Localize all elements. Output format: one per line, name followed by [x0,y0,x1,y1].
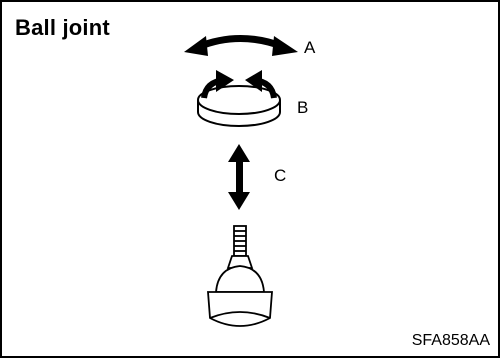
arrow-b-rotation-icon [197,70,281,127]
arrow-a-swing-icon [184,35,298,56]
arrow-c-vertical-icon [228,144,250,210]
figure-code: SFA858AA [411,332,490,349]
diagram-title: Ball joint [15,15,110,40]
label-b: B [297,98,309,117]
label-c: C [274,166,287,185]
ball-joint-part-icon [207,225,273,327]
label-a: A [304,38,316,57]
